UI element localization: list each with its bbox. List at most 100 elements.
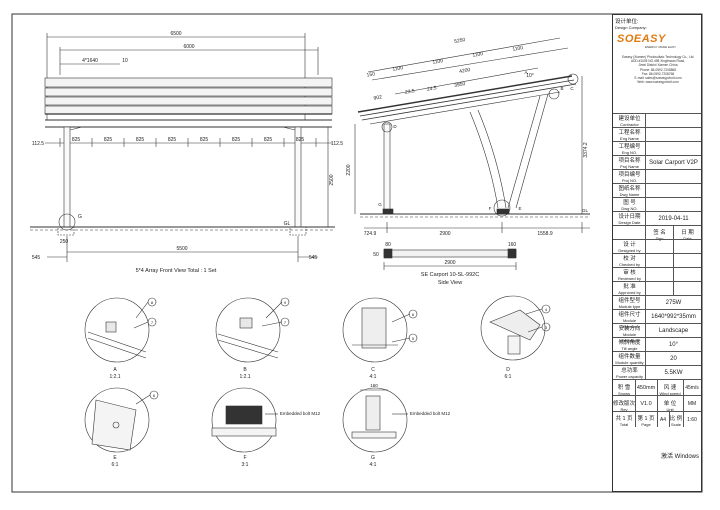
detail-note: Embedded bolt M12 — [410, 411, 451, 416]
side-d1: 1100 — [392, 65, 404, 73]
side-height: 2200 — [346, 164, 352, 175]
side-d2: 1100 — [432, 58, 444, 66]
detail-id: G — [371, 455, 375, 461]
side-callout-e: E — [518, 206, 521, 211]
design-company-label: 设计单位: Design Company: — [615, 19, 647, 30]
details — [84, 295, 551, 453]
detail-a-circle — [84, 297, 150, 363]
detail-d-circle — [480, 295, 546, 361]
span-label: 825 — [232, 137, 241, 143]
side-d3: 1100 — [472, 51, 484, 59]
side-view-labels: 5250 150 1100 1100 1100 1100 4200 902 39… — [346, 37, 589, 286]
front-view-caption: 5*4 Array Front View Total : 1 Set — [136, 268, 217, 274]
company-address: Soeasy (Xiamen) Photovoltaic Technology … — [621, 55, 695, 85]
detail-g-circle — [342, 387, 408, 453]
side-d5: 150 — [366, 71, 375, 78]
span-label: 825 — [136, 137, 145, 143]
sheet-border — [11, 13, 703, 493]
span-label: 825 — [104, 137, 113, 143]
side-view — [354, 37, 590, 270]
detail-dim: 160 — [370, 383, 378, 388]
detail-scale: 1:2.1 — [239, 374, 250, 380]
side-incline-b: 24.5 — [427, 85, 438, 93]
side-left-dim: 902 — [373, 94, 382, 101]
detail-id: E — [113, 455, 117, 461]
side-rear-depth: 1558.9 — [537, 231, 553, 237]
front-height: 2500 — [329, 174, 335, 185]
front-ground-label: GL — [284, 221, 291, 227]
detail-id: D — [506, 367, 510, 373]
beam-height: 50 — [373, 252, 379, 258]
callout-num: 9 — [284, 300, 287, 305]
front-callout-g: G — [78, 214, 82, 220]
detail-id: C — [371, 367, 375, 373]
side-incline-a: 23.5 — [405, 88, 416, 96]
soeasy-logo: SOEASY — [617, 33, 666, 45]
side-callout-d: D — [393, 124, 397, 129]
watermark: 激活 Windows — [661, 452, 699, 460]
detail-b-circle — [215, 297, 281, 363]
front-module-pitch: 4*1640 — [82, 58, 98, 64]
front-overall-width: 6500 — [170, 31, 181, 37]
side-mid: 4200 — [459, 67, 471, 75]
detail-scale: 3:1 — [242, 462, 249, 468]
span-label: 825 — [168, 137, 177, 143]
side-callout-f: F — [489, 206, 492, 211]
span-label: 825 — [264, 137, 273, 143]
side-total: 5250 — [454, 37, 466, 45]
span-label: 825 — [200, 137, 209, 143]
front-overhang-right: 112.5 — [331, 141, 343, 147]
detail-scale: 6:1 — [505, 374, 512, 380]
side-total-height: 3374.2 — [583, 142, 589, 158]
side-callout-a: A — [524, 70, 527, 75]
detail-labels: A 1:2.1 8 7 B 1:2.1 9 7 C 4:1 6 5 D 6:1 … — [109, 300, 547, 468]
detail-scale: 6:1 — [112, 462, 119, 468]
detail-e-circle — [84, 387, 150, 453]
side-caption-1: SE Carport 10-SL-992C — [421, 272, 479, 278]
front-column-span: 5500 — [176, 246, 187, 252]
beam-left: 80 — [385, 242, 391, 248]
side-callout-c: C — [570, 86, 574, 91]
callout-num: 6 — [153, 393, 156, 398]
callout-num: 6 — [412, 312, 415, 317]
callout-num: 4 — [545, 307, 548, 312]
side-caption-2: Side View — [438, 280, 462, 286]
front-base: 250 — [60, 239, 69, 245]
detail-f-circle — [211, 387, 277, 453]
front-view-labels: 6500 6000 4*1640 10 825 825 825 825 825 … — [32, 31, 343, 274]
detail-scale: 4:1 — [370, 462, 377, 468]
detail-id: B — [243, 367, 247, 373]
callout-num: 5 — [412, 336, 415, 341]
front-module-gap: 10 — [122, 58, 128, 64]
detail-c-circle — [342, 297, 408, 363]
logo-slogan: ENERGY MADE EASY — [645, 45, 676, 49]
side-front-depth: 724.9 — [364, 231, 377, 237]
detail-id: F — [243, 455, 246, 461]
beam-right: 160 — [508, 242, 517, 248]
callout-num: 7 — [151, 320, 154, 325]
span-label: 825 — [296, 137, 305, 143]
callout-num: 7 — [284, 320, 287, 325]
front-overhang-left: 112.5 — [32, 141, 44, 147]
callout-num: 3 — [545, 325, 548, 330]
callout-num: 8 — [151, 300, 154, 305]
beam-width: 2900 — [444, 260, 455, 266]
detail-note: Embedded bolt M12 — [280, 411, 321, 416]
